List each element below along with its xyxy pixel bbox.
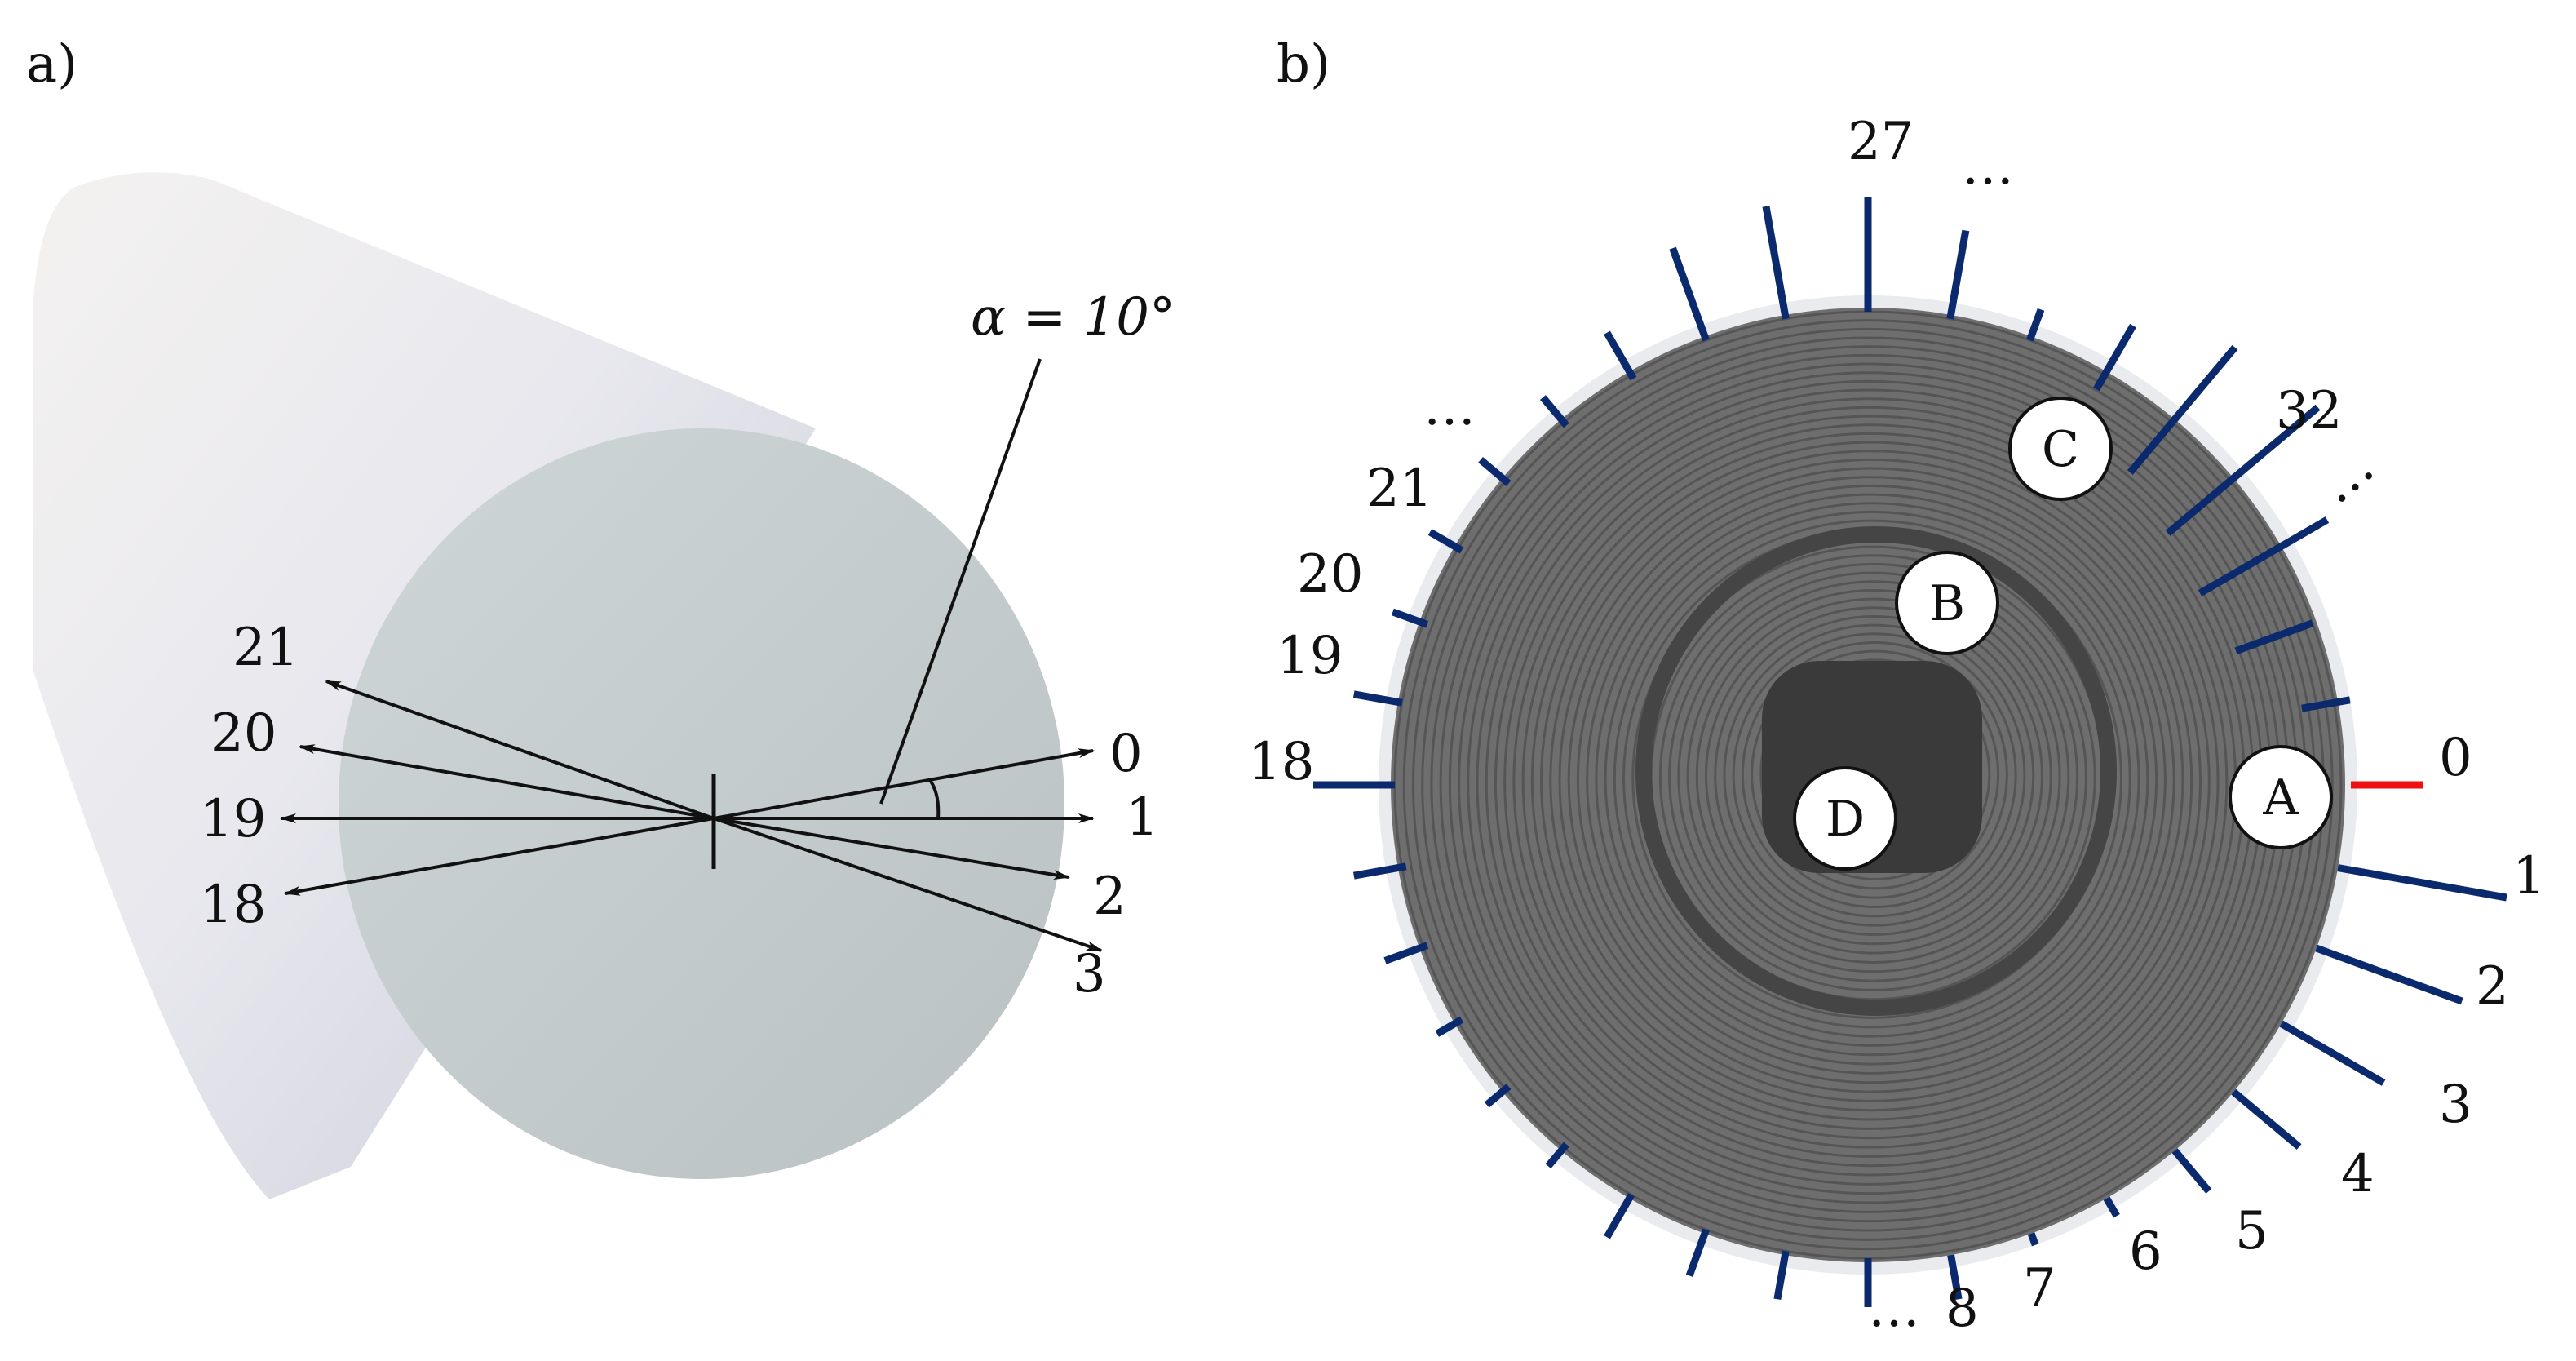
measurement-ray-b — [1604, 1193, 1635, 1239]
measurement-ray-b — [2103, 1196, 2120, 1218]
ray-b-label-1: 1 — [2512, 846, 2546, 907]
measurement-ray-b — [1946, 229, 1970, 320]
region-d-label: D — [1826, 791, 1865, 848]
angle-annotation: α = 10° — [879, 287, 1175, 819]
region-a-marker: A — [2229, 745, 2333, 849]
measurement-ray-b — [2093, 323, 2136, 392]
ray-b-label-4: 4 — [2341, 1144, 2375, 1204]
ray-a-20 — [299, 744, 715, 820]
measurement-ray-b — [2231, 1088, 2302, 1150]
region-c-label: C — [2042, 421, 2079, 478]
measurement-ray-b — [1435, 1016, 1464, 1037]
ray-b-label-7: 7 — [2023, 1258, 2056, 1319]
measurement-ray-b — [1478, 457, 1512, 486]
measurement-ray-b — [2301, 696, 2351, 712]
region-b-marker: B — [1895, 551, 1999, 655]
cylinder — [33, 172, 1064, 1200]
region-a-label: A — [2262, 769, 2299, 827]
region-d-marker: D — [1793, 766, 1897, 871]
measurement-ray-b — [2027, 1232, 2039, 1247]
panel-b-label: b) — [1277, 34, 1330, 95]
ray-a-3 — [713, 817, 1103, 952]
rays-a: 012 3 18 19 20 21 — [200, 618, 1159, 1004]
panel-b-ray-labels: 0 1 2 3 4 5 6 7 8 18 19 20 21 27 32 — [1248, 112, 2546, 1339]
measurement-ray-b — [1352, 862, 1407, 880]
ray-b-label-20: 20 — [1297, 544, 1363, 605]
ray-a-label-3: 3 — [1073, 944, 1106, 1004]
measurement-ray-b — [1604, 330, 1637, 381]
measurement-ray-b — [2234, 619, 2314, 655]
measurement-ray-b — [1352, 690, 1403, 707]
ray-b-label-27: 27 — [1848, 112, 1914, 172]
ray-b-label-2: 2 — [2476, 956, 2509, 1017]
measurement-ray-b — [1545, 1142, 1569, 1169]
angle-arc — [928, 778, 941, 819]
panel-a-label: a) — [26, 34, 77, 95]
measurement-ray-b — [1762, 206, 1790, 320]
ray-a-2 — [713, 817, 1070, 880]
ray-b-label-0: 0 — [2439, 728, 2472, 788]
measurement-ray-b — [1383, 942, 1429, 964]
measurement-ray-b — [1685, 1228, 1710, 1277]
region-c-marker: C — [2008, 397, 2113, 501]
rays-b — [1313, 197, 2507, 1307]
ray-a-label-1: 1 — [1126, 787, 1159, 848]
ellipsis-right: … — [2307, 436, 2386, 516]
region-markers: A B C D — [1793, 397, 2333, 871]
ray-a-0 — [713, 748, 1095, 820]
ellipsis-left: … — [1423, 377, 1476, 437]
ray-b-label-8: 8 — [1945, 1279, 1979, 1339]
ray-a-label-2: 2 — [1093, 867, 1126, 927]
region-b-label: B — [1929, 575, 1965, 632]
ray-a-label-0: 0 — [1109, 724, 1143, 784]
measurement-ray-b — [1427, 529, 1464, 554]
measurement-ray-b — [1669, 246, 1710, 342]
ray-a-label-19: 19 — [200, 789, 266, 849]
measurement-ray-b — [2165, 404, 2321, 536]
measurement-ray-b — [2127, 344, 2238, 475]
ray-b-label-3: 3 — [2439, 1075, 2472, 1135]
ray-b-label-19: 19 — [1277, 626, 1343, 686]
cylinder-face — [339, 428, 1064, 1179]
measurement-ray-b — [2315, 944, 2463, 1005]
coil-windings — [1393, 310, 2343, 1260]
ray-a-label-20: 20 — [210, 703, 277, 764]
measurement-ray-b — [1947, 1254, 1963, 1301]
measurement-ray-b — [2026, 308, 2045, 342]
measurement-ray-b — [2337, 864, 2507, 902]
ray-a-21 — [325, 680, 715, 820]
measurement-ray-b — [2171, 1148, 2212, 1194]
ray-b-label-32: 32 — [2276, 381, 2342, 441]
ellipsis-bottom: … — [1868, 1279, 1920, 1339]
measurement-ray-b — [1540, 395, 1569, 428]
measurement-ray-b — [2279, 1020, 2386, 1086]
ray-b-label-21: 21 — [1366, 459, 1432, 519]
measurement-ray-b — [1773, 1250, 1790, 1301]
measurement-ray-b — [1391, 608, 1429, 628]
measurement-ray-b — [1484, 1084, 1512, 1108]
ray-b-label-5: 5 — [2235, 1201, 2268, 1261]
ray-b-label-18: 18 — [1248, 732, 1314, 792]
measurement-ray-b — [2198, 516, 2330, 596]
angle-label: α = 10° — [971, 287, 1175, 348]
coil-inner-boundary — [1635, 526, 2117, 1016]
ray-a-18 — [284, 817, 715, 896]
angle-leader-line — [879, 358, 1042, 805]
ray-b-label-6: 6 — [2129, 1221, 2162, 1282]
ellipsis-top: … — [1962, 136, 2014, 197]
ray-a-label-21: 21 — [232, 618, 299, 678]
ray-a-label-18: 18 — [200, 875, 266, 935]
